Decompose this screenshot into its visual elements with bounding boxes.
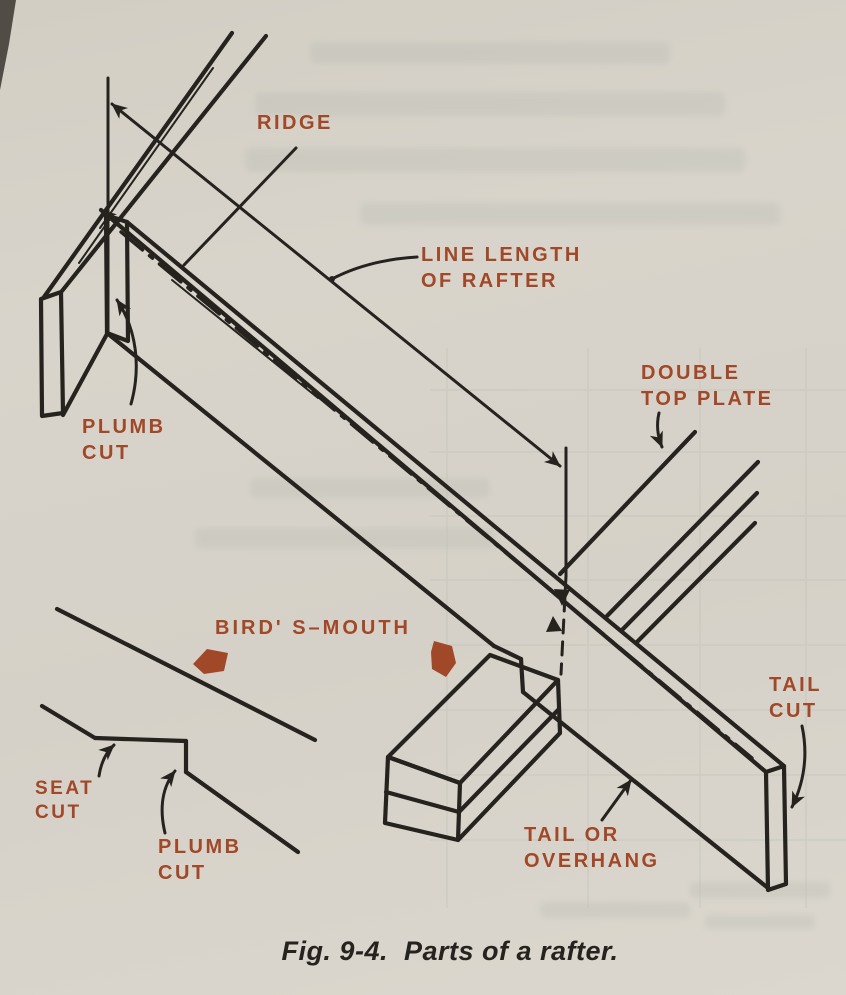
label-text: CUT xyxy=(35,802,82,823)
label-ridge: RIDGE xyxy=(257,110,333,136)
plumb-cut-lower-leader xyxy=(160,769,177,835)
birds-mouth-pointer-arrows xyxy=(193,641,456,677)
ridge-leader xyxy=(182,146,298,267)
line-length-dimension-line xyxy=(110,102,562,468)
rafter xyxy=(98,207,789,893)
label-text: CUT xyxy=(158,862,207,884)
label-text: BIRD' S–MOUTH xyxy=(215,617,411,639)
label-text: OF RAFTER xyxy=(421,270,558,292)
label-text: RIDGE xyxy=(257,112,333,134)
birds-mouth-detail xyxy=(39,606,318,855)
dimension-tick-arrows xyxy=(546,589,570,632)
showthrough-text xyxy=(705,915,815,929)
label-text: SEAT xyxy=(35,778,95,799)
label-text: OVERHANG xyxy=(524,850,660,872)
showthrough-text xyxy=(690,882,830,898)
label-text: TAIL OR xyxy=(524,824,620,846)
leader-dot xyxy=(329,276,335,282)
label-text: PLUMB xyxy=(158,836,242,858)
label-text: LINE LENGTH xyxy=(421,244,582,266)
figure-caption: Fig. 9-4. Parts of a rafter. xyxy=(281,936,619,966)
line-length-leader xyxy=(330,255,419,281)
showthrough-text xyxy=(540,902,690,918)
seat-cut-leader xyxy=(97,743,116,778)
double-top-plate-leader xyxy=(649,411,664,449)
tail-cut-face xyxy=(763,763,789,893)
dimension-lines xyxy=(106,76,568,676)
leader-lines xyxy=(97,146,807,835)
label-tail-cut: TAIL CUT xyxy=(769,672,822,724)
showthrough-text xyxy=(310,42,670,64)
label-text: TOP PLATE xyxy=(641,388,774,410)
tail-underside-edge xyxy=(520,689,771,891)
label-text: CUT xyxy=(769,700,818,722)
showthrough-text xyxy=(195,528,495,548)
seat-cut-edge xyxy=(92,735,189,744)
tail-cut-leader xyxy=(790,724,807,809)
label-plumb-cut-lower: PLUMB CUT xyxy=(158,834,242,886)
plumb-cut-upper-leader xyxy=(115,298,138,406)
label-text: CUT xyxy=(82,442,131,464)
label-text: DOUBLE xyxy=(641,362,741,384)
label-birds-mouth: BIRD' S–MOUTH xyxy=(215,615,411,641)
birds-mouth-plumb-edge xyxy=(518,656,526,695)
label-tail-overhang: TAIL OR OVERHANG xyxy=(524,822,660,874)
showthrough-text xyxy=(250,478,490,498)
label-text: PLUMB xyxy=(82,416,166,438)
label-line-length: LINE LENGTH OF RAFTER xyxy=(421,242,582,294)
double-top-plate xyxy=(382,429,761,843)
label-seat-cut: SEAT CUT xyxy=(35,777,94,825)
birds-mouth-right-arrow-icon xyxy=(431,641,456,677)
label-double-top-plate: DOUBLE TOP PLATE xyxy=(641,360,774,412)
page-edge-shadow xyxy=(0,0,16,90)
ridge-board xyxy=(38,30,269,419)
birds-mouth-left-arrow-icon xyxy=(193,649,228,674)
label-plumb-cut-upper: PLUMB CUT xyxy=(82,414,166,466)
tail-overhang-leader xyxy=(600,778,633,822)
label-text: TAIL xyxy=(769,674,822,696)
birds-mouth-seat-edge xyxy=(491,643,524,662)
